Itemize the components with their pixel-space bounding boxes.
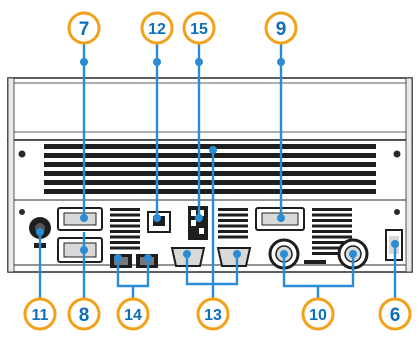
grille-slat [312, 208, 352, 211]
dot-icon [280, 250, 288, 258]
grille-slat [110, 213, 140, 217]
ventilation-grille-upper [44, 144, 376, 194]
grille-slat [110, 235, 140, 239]
grille-slat [312, 213, 352, 217]
callout-9: 9 [264, 11, 298, 45]
callout-8: 8 [67, 297, 101, 331]
callout-9-label: 9 [276, 19, 287, 40]
port-15-dip-switch [188, 206, 208, 240]
grille-slat [218, 213, 248, 217]
ventilation-grille-small [110, 208, 140, 250]
dot-icon [183, 250, 191, 258]
ventilation-grille-small [218, 208, 248, 239]
chassis-top-lid [7, 77, 413, 141]
grille-slat [44, 153, 376, 158]
grille-slat [44, 189, 376, 194]
screw-icon [393, 150, 401, 158]
callouts: 7 12 15 9 11 8 14 13 [23, 11, 412, 331]
grille-slat [44, 162, 376, 167]
grille-slat [312, 224, 352, 228]
dot-icon [80, 214, 88, 222]
grille-slat [44, 180, 376, 185]
grille-slat [218, 224, 248, 228]
dot-icon [195, 214, 203, 222]
grille-slat [312, 219, 352, 222]
grille-slat [44, 171, 376, 176]
port-7-socket [57, 207, 103, 231]
callout-12-label: 12 [148, 21, 166, 38]
dot-icon [114, 254, 122, 262]
dot-icon [153, 214, 161, 222]
grille-slat [218, 230, 248, 233]
grille-slat [110, 219, 140, 222]
callout-15-label: 15 [190, 21, 208, 38]
port-13-db9-connectors [170, 247, 252, 267]
callout-11-label: 11 [32, 307, 49, 324]
callout-13-label: 13 [204, 307, 222, 324]
ventilation-grille-small [312, 208, 352, 255]
dot-icon [277, 214, 285, 222]
grille-slat [312, 235, 352, 239]
callout-7-label: 7 [79, 19, 90, 40]
callout-10: 10 [301, 297, 335, 331]
grille-slat [312, 241, 352, 244]
grille-slat [312, 230, 352, 233]
leader-13 [185, 150, 239, 300]
dot-icon [209, 146, 217, 154]
callout-13: 13 [196, 297, 230, 331]
callout-14-label: 14 [124, 307, 142, 324]
dot-icon [195, 58, 203, 66]
grille-slat [110, 241, 140, 244]
callout-15: 15 [182, 11, 216, 45]
screw-icon [19, 209, 25, 215]
port-panel [29, 206, 403, 270]
grille-slat [218, 219, 248, 222]
grille-slat [110, 224, 140, 228]
screw-icon [394, 209, 400, 215]
dot-icon [80, 58, 88, 66]
dot-icon [277, 58, 285, 66]
grille-slat [110, 208, 140, 211]
callout-12: 12 [140, 11, 174, 45]
callout-10-label: 10 [309, 307, 327, 324]
callout-6: 6 [378, 297, 412, 331]
dot-icon [153, 58, 161, 66]
callout-8-label: 8 [79, 305, 90, 326]
dot-icon [80, 246, 88, 254]
callout-6-label: 6 [390, 305, 401, 326]
leader-end-dots [36, 58, 399, 262]
grille-slat [44, 144, 376, 149]
grille-slat [312, 246, 352, 250]
grille-slat [218, 208, 248, 211]
grille-slat [110, 230, 140, 233]
callout-7: 7 [67, 11, 101, 45]
leader-lines [38, 43, 397, 300]
dot-icon [391, 240, 399, 248]
grille-slat [312, 252, 352, 255]
dot-icon [233, 250, 241, 258]
callout-11: 11 [23, 297, 57, 331]
dot-icon [349, 250, 357, 258]
grille-slat [110, 246, 140, 250]
callout-14: 14 [116, 297, 150, 331]
dot-icon [144, 254, 152, 262]
dot-icon [36, 228, 44, 236]
screw-icon [18, 150, 26, 158]
grille-slat [218, 235, 248, 239]
